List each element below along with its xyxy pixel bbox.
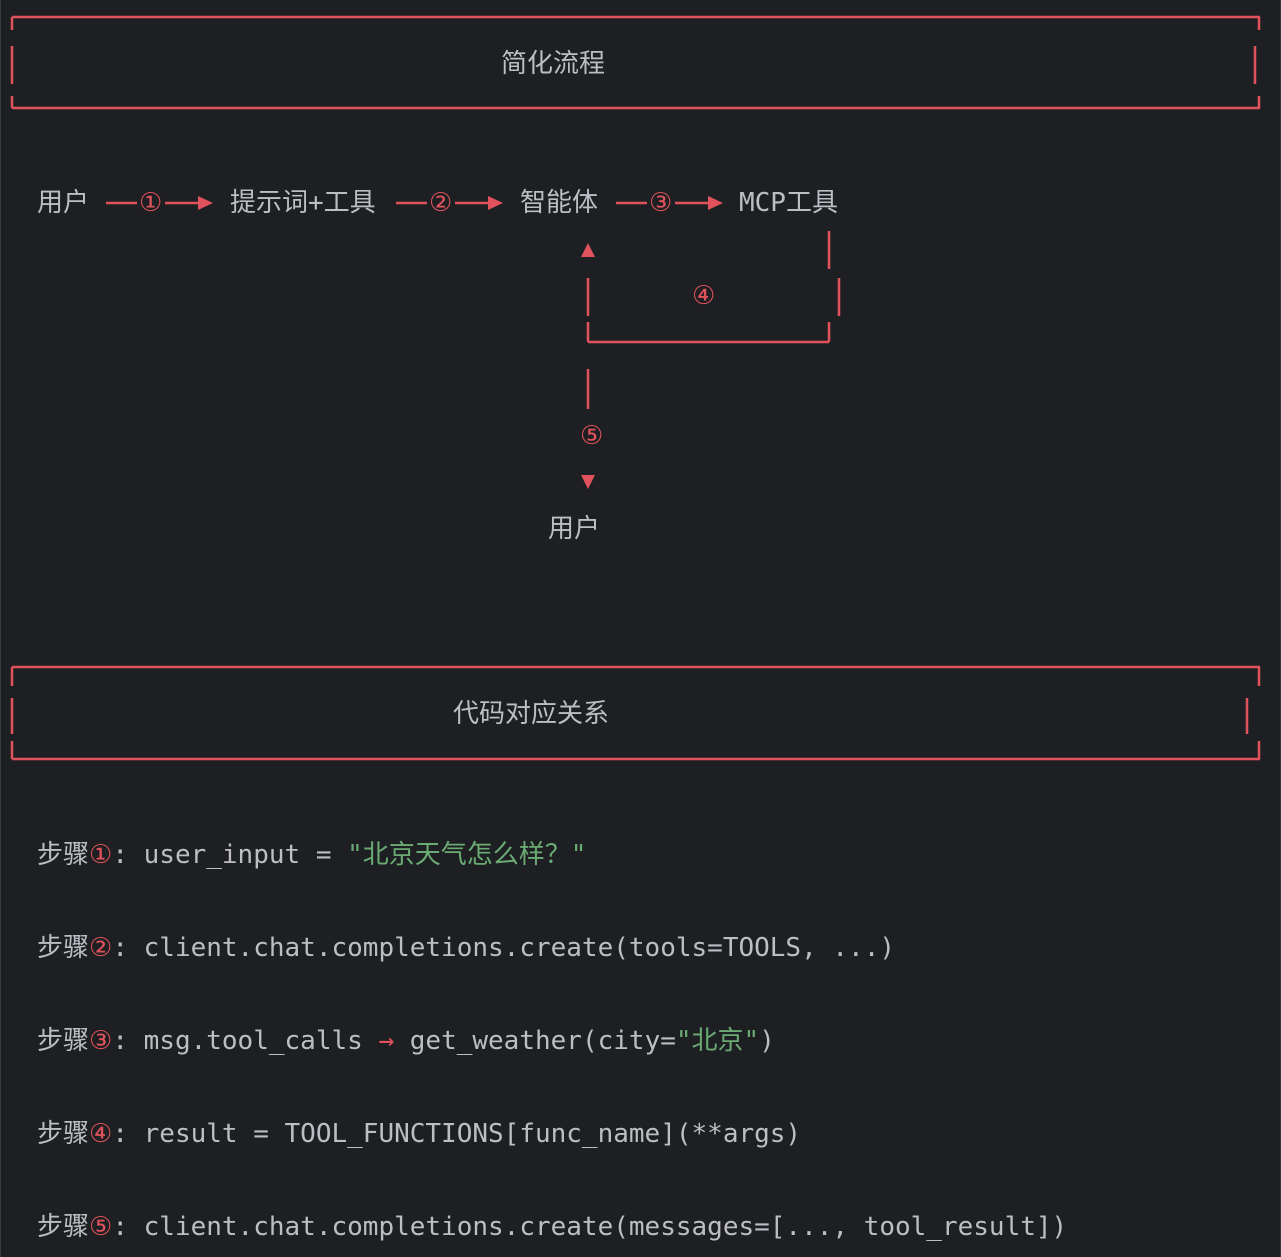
code-text-mid: get_weather(city=	[394, 1026, 676, 1056]
step-colon: :	[112, 933, 144, 963]
step-prefix: 步骤	[37, 1026, 90, 1056]
step-colon: :	[112, 1119, 144, 1149]
step-prefix: 步骤	[37, 1212, 90, 1242]
step-prefix: 步骤	[37, 840, 90, 870]
step-number: ①	[89, 840, 113, 870]
string-literal: "北京天气怎么样？"	[347, 840, 587, 870]
code-step-3: 步骤③: msg.tool_calls → get_weather(city="…	[37, 1024, 775, 1058]
code-text: client.chat.completions.create(tools=TOO…	[143, 933, 895, 963]
arrow-glyph: →	[378, 1026, 395, 1056]
flow-node-user-bottom: 用户	[548, 514, 601, 544]
code-text: client.chat.completions.create(messages=…	[143, 1212, 1068, 1242]
step-colon: :	[112, 840, 144, 870]
loop-arrow	[581, 231, 841, 344]
code-text-end: )	[759, 1026, 775, 1056]
code-text: user_input =	[143, 840, 348, 870]
step-prefix: 步骤	[37, 1119, 90, 1149]
step-number: ⑤	[89, 1212, 113, 1242]
code-step-2: 步骤②: client.chat.completions.create(tool…	[37, 931, 895, 965]
flow-step-4-label: ④	[692, 281, 716, 311]
step-number: ④	[89, 1119, 113, 1149]
flow-step-5-label: ⑤	[580, 421, 604, 451]
section2-title: 代码对应关系	[453, 699, 610, 729]
flow-step-2-label: ②	[429, 188, 453, 218]
flow-node-agent: 智能体	[520, 188, 599, 218]
flow-step-1-label: ①	[139, 188, 163, 218]
flow-node-mcp-tool: MCP工具	[739, 188, 838, 218]
step-number: ③	[89, 1026, 113, 1056]
step-prefix: 步骤	[37, 933, 90, 963]
section2-box	[10, 665, 1261, 761]
flow-node-prompt-tools: 提示词+工具	[230, 188, 376, 218]
section1-title: 简化流程	[501, 49, 606, 79]
code-step-1: 步骤①: user_input = "北京天气怎么样？"	[37, 838, 586, 872]
step-colon: :	[112, 1026, 144, 1056]
string-literal: "北京"	[675, 1026, 760, 1056]
flow-node-user: 用户	[37, 188, 90, 218]
code-step-5: 步骤⑤: client.chat.completions.create(mess…	[37, 1210, 1067, 1244]
code-text: msg.tool_calls	[143, 1026, 379, 1056]
section1-box	[10, 15, 1261, 110]
flow-step-3-label: ③	[649, 188, 673, 218]
step-colon: :	[112, 1212, 144, 1242]
code-step-4: 步骤④: result = TOOL_FUNCTIONS[func_name](…	[37, 1117, 801, 1151]
step-number: ②	[89, 933, 113, 963]
code-text: result = TOOL_FUNCTIONS[func_name](**arg…	[143, 1119, 802, 1149]
down-arrow	[581, 369, 595, 489]
flow-arrows	[106, 196, 723, 210]
